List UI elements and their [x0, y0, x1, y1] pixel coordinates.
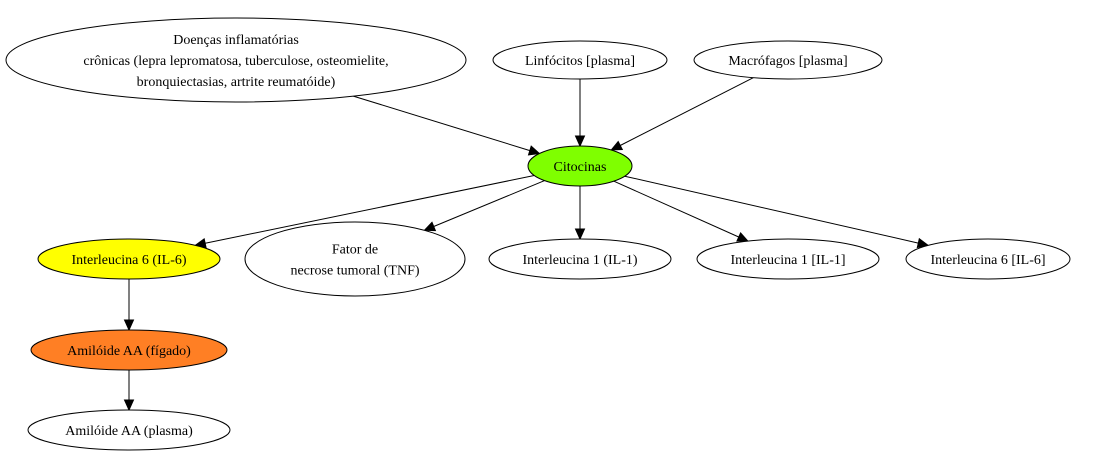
- node-ellipse: [696, 238, 880, 280]
- node-amiloide_figado: Amilóide AA (fígado): [30, 329, 228, 371]
- edge-linfocitos-to-citocinas: [574, 79, 586, 148]
- node-tnf: Fator de necrose tumoral (TNF): [244, 221, 466, 297]
- arrowhead-icon: [574, 228, 586, 241]
- node-label: Macrófagos [plasma]: [728, 54, 847, 69]
- edge-line: [624, 175, 919, 244]
- edge-il6a-to-amiloide_figado: [123, 279, 135, 332]
- node-label: Interleucina 1 (IL-1): [522, 253, 637, 268]
- edge-citocinas-to-tnf: [423, 180, 545, 232]
- node-label: crônicas (lepra lepromatosa, tuberculose…: [83, 54, 388, 69]
- arrowhead-icon: [736, 231, 750, 242]
- node-ellipse: [527, 145, 633, 187]
- nodes-layer: Doenças inflamatórias crônicas (lepra lep…: [5, 17, 1071, 451]
- arrowhead-icon: [123, 319, 135, 332]
- node-ellipse: [30, 329, 228, 371]
- node-label: Amilóide AA (plasma): [65, 424, 193, 439]
- arrowhead-icon: [423, 221, 437, 232]
- edge-macrofagos-to-citocinas: [610, 77, 754, 151]
- arrowhead-icon: [610, 140, 624, 151]
- node-macrofagos: Macrófagos [plasma]: [693, 40, 883, 80]
- edge-amiloide_figado-to-amiloide_plasma: [123, 370, 135, 412]
- node-ellipse: [492, 40, 668, 80]
- edge-doencas-to-citocinas: [353, 95, 541, 156]
- node-label: Citocinas: [554, 160, 607, 175]
- node-label: Doenças inflamatórias: [173, 33, 299, 48]
- edge-line: [619, 77, 754, 146]
- node-amiloide_plasma: Amilóide AA (plasma): [27, 409, 231, 451]
- node-label: Interleucina 1 [IL-1]: [730, 253, 845, 268]
- node-label: Amilóide AA (fígado): [67, 344, 191, 359]
- node-ellipse: [693, 40, 883, 80]
- arrowhead-icon: [123, 399, 135, 412]
- edge-citocinas-to-il1a: [574, 186, 586, 241]
- node-label: Linfócitos [plasma]: [525, 54, 635, 69]
- node-ellipse: [488, 238, 672, 280]
- node-label: Fator de: [332, 243, 378, 258]
- node-il1b: Interleucina 1 [IL-1]: [696, 238, 880, 280]
- node-ellipse: [37, 238, 221, 280]
- node-label: bronquiectasias, artrite reumatóide): [137, 75, 336, 90]
- node-label: necrose tumoral (TNF): [290, 264, 419, 279]
- edge-line: [205, 175, 535, 244]
- node-label: Interleucina 6 [IL-6]: [930, 253, 1045, 268]
- node-ellipse: [244, 221, 466, 297]
- edge-citocinas-to-il1b: [613, 180, 750, 242]
- edge-line: [433, 180, 545, 227]
- node-ellipse: [5, 17, 467, 103]
- arrowhead-icon: [527, 145, 541, 156]
- edge-line: [353, 95, 531, 152]
- node-il6b: Interleucina 6 [IL-6]: [905, 238, 1071, 280]
- node-ellipse: [27, 409, 231, 451]
- arrowhead-icon: [574, 135, 586, 148]
- edge-citocinas-to-il6b: [624, 175, 930, 249]
- node-label: Interleucina 6 (IL-6): [71, 253, 186, 268]
- node-doencas: Doenças inflamatórias crônicas (lepra lep…: [5, 17, 467, 103]
- node-il1a: Interleucina 1 (IL-1): [488, 238, 672, 280]
- edge-line: [613, 180, 739, 238]
- node-ellipse: [905, 238, 1071, 280]
- node-linfocitos: Linfócitos [plasma]: [492, 40, 668, 80]
- node-il6a: Interleucina 6 (IL-6): [37, 238, 221, 280]
- node-citocinas: Citocinas: [527, 145, 633, 187]
